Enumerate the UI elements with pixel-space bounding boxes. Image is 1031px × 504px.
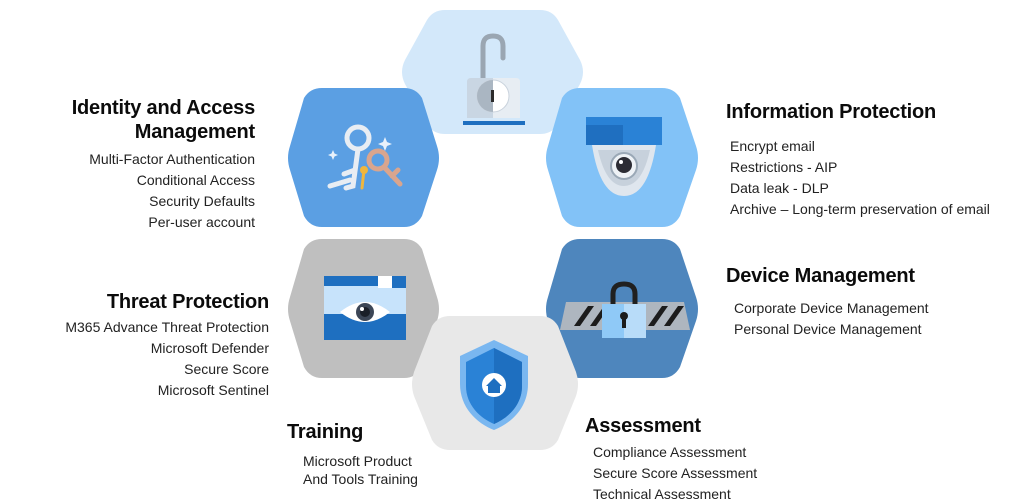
training-list: Microsoft Product And Tools Training — [287, 452, 418, 488]
threat-hexagon — [288, 239, 439, 378]
threat-section: Threat Protection M365 Advance Threat Pr… — [65, 290, 269, 401]
information-section: Information Protection Encrypt email Res… — [726, 100, 990, 220]
list-item: Secure Score Assessment — [593, 465, 758, 481]
device-title: Device Management — [726, 265, 915, 287]
assessment-list: Compliance Assessment Secure Score Asses… — [585, 442, 757, 504]
device-section: Device Management Corporate Device Manag… — [726, 264, 929, 340]
assessment-title: Assessment — [585, 415, 701, 437]
list-item: Multi-Factor Authentication — [89, 151, 255, 167]
information-list: Encrypt email Restrictions - AIP Data le… — [726, 136, 990, 220]
information-hexagon — [546, 88, 698, 227]
identity-list: Multi-Factor Authentication Conditional … — [72, 149, 255, 233]
identity-title: Identity and Access Management — [71, 96, 256, 144]
list-item: Compliance Assessment — [593, 444, 747, 460]
identity-hex-shape — [288, 88, 439, 227]
list-item: Encrypt email — [730, 138, 815, 154]
security-camera-icon — [586, 117, 662, 196]
device-hexagon — [546, 239, 698, 378]
shield-home-icon — [460, 340, 528, 430]
keys-icon — [327, 124, 403, 191]
lock-hex-shape — [402, 10, 583, 134]
list-item: Restrictions - AIP — [730, 159, 838, 175]
lock-hexagon — [402, 10, 583, 134]
list-item: Microsoft Product — [303, 453, 412, 469]
list-item: Corporate Device Management — [734, 300, 929, 316]
threat-title: Threat Protection — [106, 291, 269, 313]
eye-screen-icon — [324, 276, 406, 340]
list-item: Microsoft Defender — [150, 340, 269, 356]
training-title: Training — [287, 421, 364, 443]
list-item: Security Defaults — [149, 193, 255, 209]
list-item: Archive – Long-term preservation of emai… — [730, 201, 990, 217]
list-item: Technical Assessment — [593, 486, 731, 502]
assessment-hexagon — [412, 316, 578, 450]
barrier-lock-icon — [560, 281, 690, 338]
identity-hexagon — [288, 88, 439, 227]
identity-section: Identity and Access Management Multi-Fac… — [71, 96, 256, 233]
list-item: Data leak - DLP — [730, 180, 829, 196]
list-item: Personal Device Management — [734, 321, 922, 337]
list-item: Microsoft Sentinel — [157, 382, 269, 398]
list-item: Per-user account — [148, 214, 255, 230]
padlock-open-icon — [463, 33, 525, 125]
list-item: Secure Score — [184, 361, 269, 377]
threat-list: M365 Advance Threat Protection Microsoft… — [65, 317, 269, 401]
list-item: M365 Advance Threat Protection — [65, 319, 269, 335]
identity-title-line1: Identity and Access — [71, 97, 256, 119]
assessment-section: Assessment Compliance Assessment Secure … — [585, 414, 757, 504]
list-item: And Tools Training — [303, 471, 418, 487]
training-section: Training Microsoft Product And Tools Tra… — [287, 420, 418, 488]
information-title: Information Protection — [726, 101, 937, 123]
list-item: Conditional Access — [136, 172, 255, 188]
device-list: Corporate Device Management Personal Dev… — [726, 298, 929, 340]
identity-title-line2: Management — [134, 121, 255, 143]
